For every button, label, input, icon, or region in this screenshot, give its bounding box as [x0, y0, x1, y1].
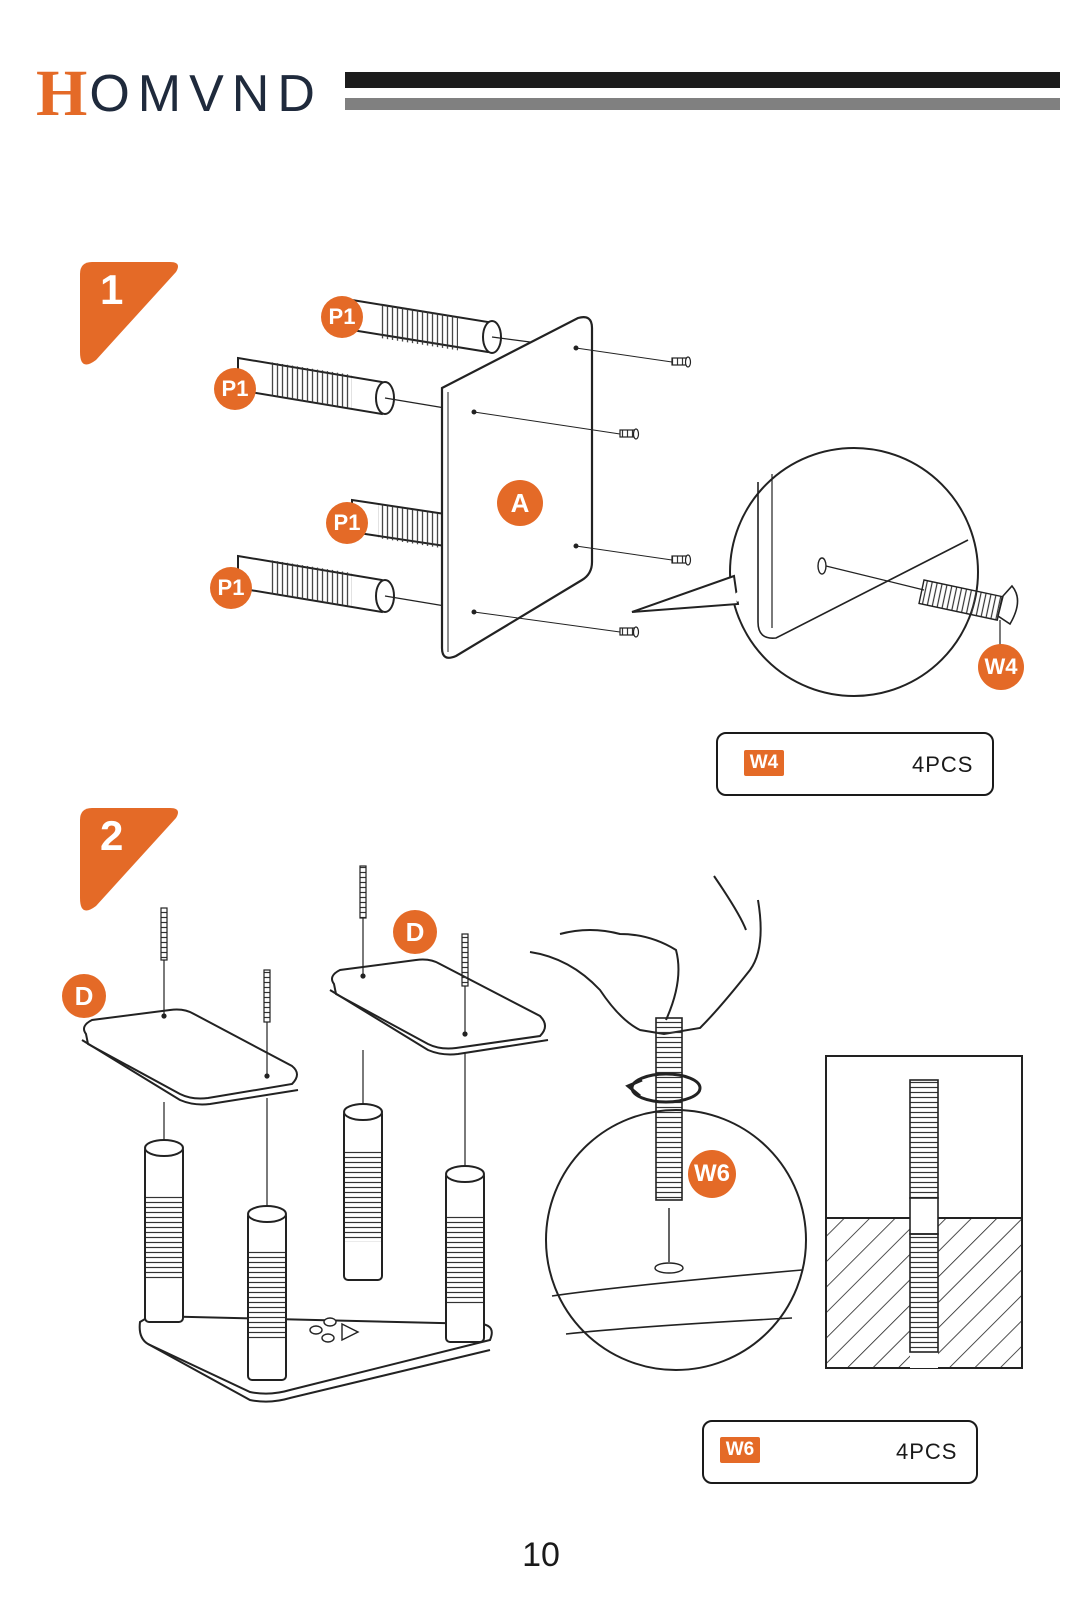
post-p1-4 [237, 554, 395, 614]
detail-callout-w4 [631, 447, 1019, 697]
part-code-w6: W6 [720, 1437, 760, 1463]
parts-box-w4 [716, 732, 994, 796]
brand-name: OMVND [89, 65, 323, 123]
brand-initial: H [36, 57, 88, 130]
part-code-w4: W4 [744, 750, 784, 776]
cross-section-detail [825, 1055, 1023, 1369]
header-bar-gray [345, 98, 1060, 110]
step-1-number: 1 [100, 266, 124, 313]
part-qty-w4: 4PCS [912, 752, 974, 777]
label-d: D [62, 974, 106, 1018]
post-p1-1 [351, 298, 502, 354]
post-p1-2 [237, 356, 395, 416]
header-bar-dark [345, 72, 1060, 88]
detail-callout-w6 [545, 1017, 807, 1371]
brand-logo: H OMVND [36, 57, 323, 130]
page-number: 10 [522, 1536, 560, 1574]
rotate-arrow-icon [625, 1072, 702, 1104]
hand-illustration [529, 875, 762, 1036]
platform-d-left [81, 1008, 299, 1106]
label-w6: W6 [688, 1150, 736, 1198]
part-qty-w6: 4PCS [896, 1439, 958, 1464]
small-screws [619, 356, 692, 638]
post-2-2 [247, 1205, 287, 1381]
step-1-badge-shape [80, 262, 178, 365]
paw-print-icon [309, 1317, 360, 1343]
label-w4: W4 [978, 644, 1024, 690]
post-2-4 [445, 1165, 485, 1343]
post-2-3 [343, 1103, 383, 1281]
label-p1: P1 [214, 368, 256, 410]
step-2-number: 2 [100, 812, 124, 859]
label-p1: P1 [210, 567, 252, 609]
label-p1: P1 [326, 502, 368, 544]
platform-d-right [329, 958, 549, 1056]
post-2-1 [144, 1139, 184, 1323]
base-board [138, 1314, 493, 1403]
label-d: D [393, 910, 437, 954]
label-a: A [497, 480, 543, 526]
step-2-badge-shape [80, 808, 178, 911]
label-p1: P1 [321, 296, 363, 338]
